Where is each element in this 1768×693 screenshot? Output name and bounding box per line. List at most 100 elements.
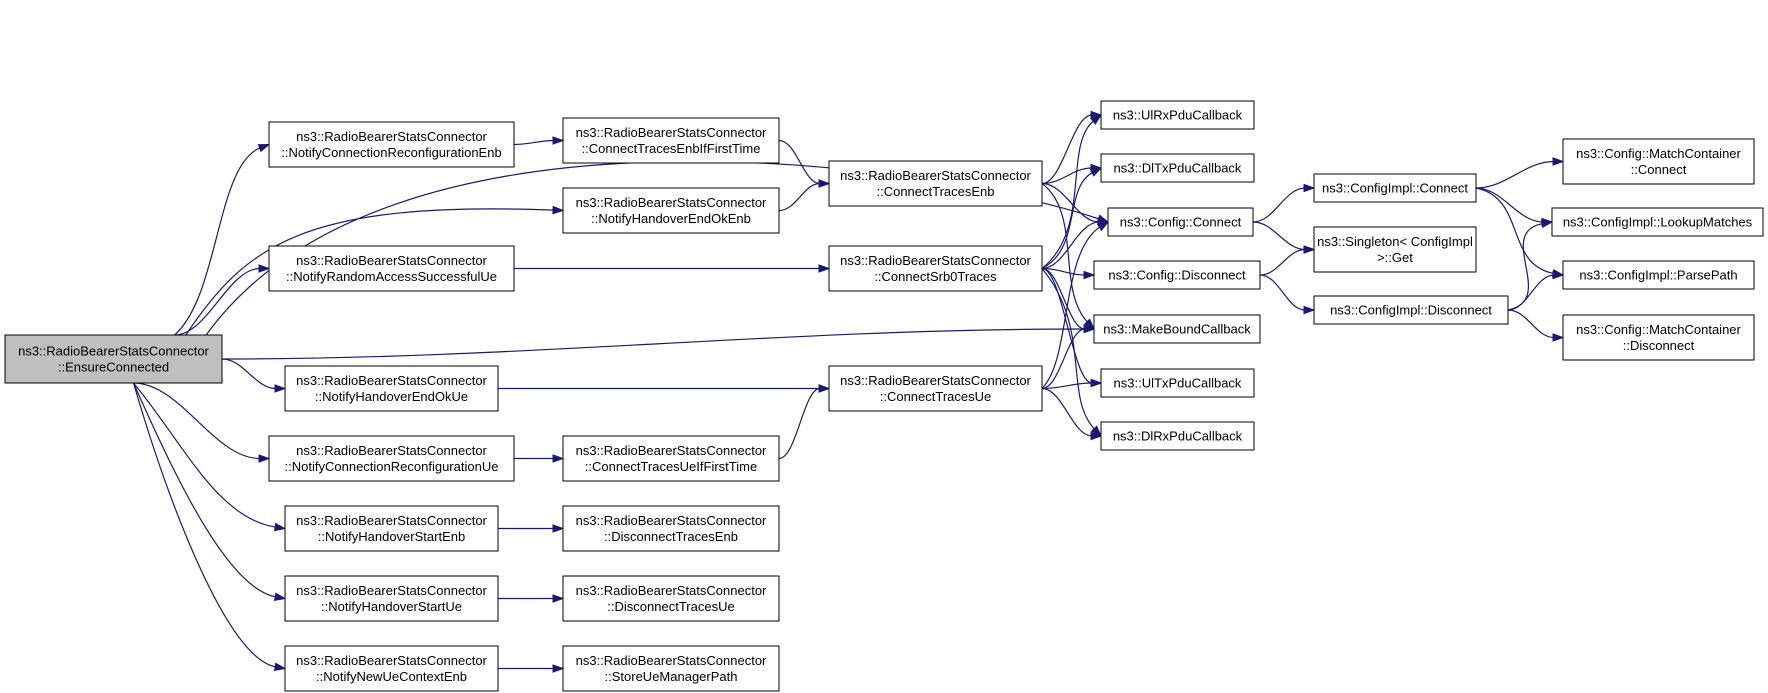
node-label: ::NotifyHandoverEndOkUe bbox=[315, 389, 468, 404]
edge-line bbox=[1475, 187, 1555, 275]
node-label: ns3::ConfigImpl::ParsePath bbox=[1579, 268, 1737, 283]
node-box bbox=[1313, 295, 1509, 325]
edge-line bbox=[1041, 268, 1096, 430]
node-label: ns3::ConfigImpl::Disconnect bbox=[1330, 303, 1492, 318]
edge-line bbox=[1507, 274, 1555, 311]
edge-root-to-nheou bbox=[221, 358, 287, 393]
node-label: ::ConnectTracesEnbIfFirstTime bbox=[582, 141, 761, 156]
node-ncre[interactable]: ns3::RadioBearerStatsConnector::NotifyCo… bbox=[268, 121, 515, 168]
edge-line bbox=[1041, 114, 1093, 185]
node-dltx[interactable]: ns3::DlTxPduCallback bbox=[1100, 153, 1255, 183]
node-label: ::Disconnect bbox=[1623, 338, 1695, 353]
arrowhead-icon bbox=[273, 662, 287, 671]
node-cilm[interactable]: ns3::ConfigImpl::LookupMatches bbox=[1551, 207, 1764, 237]
node-cmcc[interactable]: ns3::Config::MatchContainer::Connect bbox=[1562, 138, 1755, 185]
edge-root-to-mbc bbox=[221, 324, 1096, 360]
node-box bbox=[1093, 260, 1261, 290]
arrowhead-icon bbox=[1552, 333, 1565, 342]
node-cconn[interactable]: ns3::Config::Connect bbox=[1107, 207, 1254, 237]
node-ctu[interactable]: ns3::RadioBearerStatsConnector::ConnectT… bbox=[828, 365, 1043, 412]
node-label: ::NotifyConnectionReconfigurationUe bbox=[285, 459, 499, 474]
node-cdisc[interactable]: ns3::Config::Disconnect bbox=[1093, 260, 1261, 290]
node-box bbox=[1107, 207, 1254, 237]
node-box bbox=[284, 575, 499, 622]
node-mbc[interactable]: ns3::MakeBoundCallback bbox=[1093, 314, 1261, 344]
node-root[interactable]: ns3::RadioBearerStatsConnector::EnsureCo… bbox=[4, 334, 223, 384]
node-ncru[interactable]: ns3::RadioBearerStatsConnector::NotifyCo… bbox=[268, 435, 515, 482]
node-label: ::StoreUeManagerPath bbox=[605, 669, 738, 684]
node-box bbox=[1313, 173, 1477, 203]
node-label: ns3::Config::Connect bbox=[1120, 215, 1242, 230]
edge-nhsu-to-dtu bbox=[498, 594, 565, 603]
node-nheou[interactable]: ns3::RadioBearerStatsConnector::NotifyHa… bbox=[284, 365, 499, 412]
node-label: ns3::DlTxPduCallback bbox=[1114, 161, 1242, 176]
node-label: ns3::ConfigImpl::Connect bbox=[1322, 181, 1468, 196]
node-cte[interactable]: ns3::RadioBearerStatsConnector::ConnectT… bbox=[828, 160, 1043, 207]
node-label: ns3::RadioBearerStatsConnector bbox=[296, 653, 487, 668]
node-label: ns3::RadioBearerStatsConnector bbox=[840, 168, 1031, 183]
edge-line bbox=[221, 328, 1086, 360]
arrowhead-icon bbox=[552, 454, 565, 463]
edge-line bbox=[1041, 183, 1089, 323]
node-box bbox=[828, 365, 1043, 412]
node-box bbox=[1100, 421, 1255, 451]
node-box bbox=[1562, 314, 1755, 361]
edge-ciconn-to-cipp bbox=[1475, 187, 1565, 278]
edge-cdisc-to-cidisc bbox=[1259, 274, 1316, 315]
node-box bbox=[268, 121, 515, 168]
edge-line bbox=[1259, 248, 1306, 276]
node-label: ::ConnectTracesEnb bbox=[876, 184, 994, 199]
edge-line bbox=[778, 182, 821, 212]
node-dlrx[interactable]: ns3::DlRxPduCallback bbox=[1100, 421, 1255, 451]
node-box bbox=[1100, 153, 1255, 183]
edge-cs0-to-dlrx bbox=[1041, 268, 1103, 438]
edge-line bbox=[174, 267, 261, 336]
node-nhsu[interactable]: ns3::RadioBearerStatsConnector::NotifyHa… bbox=[284, 575, 499, 622]
node-nrasu[interactable]: ns3::RadioBearerStatsConnector::NotifyRa… bbox=[268, 245, 515, 292]
node-label: ::NotifyRandomAccessSuccessfulUe bbox=[286, 269, 497, 284]
edge-line bbox=[1259, 274, 1306, 311]
arrowhead-icon bbox=[273, 522, 287, 532]
node-sump[interactable]: ns3::RadioBearerStatsConnector::StoreUeM… bbox=[562, 645, 780, 692]
edge-line bbox=[1507, 309, 1555, 339]
node-dtu[interactable]: ns3::RadioBearerStatsConnector::Disconne… bbox=[562, 575, 780, 622]
arrowhead-icon bbox=[1540, 219, 1554, 229]
edge-line bbox=[133, 382, 277, 528]
edge-line bbox=[1041, 382, 1093, 390]
node-ultx[interactable]: ns3::UlTxPduCallback bbox=[1100, 368, 1255, 398]
arrowhead-icon bbox=[1083, 270, 1096, 280]
edge-root-to-nheoe bbox=[185, 205, 565, 336]
node-box bbox=[828, 160, 1043, 207]
node-label: ::DisconnectTracesUe bbox=[607, 599, 734, 614]
node-ctuift[interactable]: ns3::RadioBearerStatsConnector::ConnectT… bbox=[562, 435, 780, 482]
arrowhead-icon bbox=[257, 143, 271, 153]
node-ciconn[interactable]: ns3::ConfigImpl::Connect bbox=[1313, 173, 1477, 203]
node-nnuce[interactable]: ns3::RadioBearerStatsConnector::NotifyNe… bbox=[284, 645, 499, 692]
edge-cidisc-to-cilm bbox=[1507, 219, 1554, 311]
node-dte[interactable]: ns3::RadioBearerStatsConnector::Disconne… bbox=[562, 505, 780, 552]
edge-nheoe-to-cte bbox=[778, 179, 831, 212]
arrowhead-icon bbox=[1083, 324, 1096, 334]
node-label: ns3::RadioBearerStatsConnector bbox=[576, 125, 767, 140]
node-label: ns3::Config::Disconnect bbox=[1108, 268, 1246, 283]
node-cipp[interactable]: ns3::ConfigImpl::ParsePath bbox=[1562, 260, 1755, 290]
node-ulrx[interactable]: ns3::UlRxPduCallback bbox=[1100, 100, 1255, 130]
node-cteift[interactable]: ns3::RadioBearerStatsConnector::ConnectT… bbox=[562, 117, 780, 164]
node-box bbox=[1562, 138, 1755, 185]
edge-line bbox=[132, 382, 277, 598]
node-label: ::DisconnectTracesEnb bbox=[604, 529, 738, 544]
node-nhse[interactable]: ns3::RadioBearerStatsConnector::NotifyHa… bbox=[284, 505, 499, 552]
edge-root-to-nnuce bbox=[132, 382, 287, 671]
node-box bbox=[4, 334, 223, 384]
node-cmcd[interactable]: ns3::Config::MatchContainer::Disconnect bbox=[1562, 314, 1755, 361]
node-label: ns3::RadioBearerStatsConnector bbox=[296, 129, 487, 144]
edge-line bbox=[174, 147, 261, 336]
node-box bbox=[1100, 100, 1255, 130]
node-nheoe[interactable]: ns3::RadioBearerStatsConnector::NotifyHa… bbox=[562, 187, 780, 234]
node-label: ns3::RadioBearerStatsConnector bbox=[296, 583, 487, 598]
node-sget[interactable]: ns3::Singleton< ConfigImpl>::Get bbox=[1313, 226, 1477, 273]
node-cs0[interactable]: ns3::RadioBearerStatsConnector::ConnectS… bbox=[828, 245, 1043, 292]
edge-ciconn-to-cilm bbox=[1475, 187, 1554, 227]
node-label: ns3::DlRxPduCallback bbox=[1113, 429, 1243, 444]
node-cidisc[interactable]: ns3::ConfigImpl::Disconnect bbox=[1313, 295, 1509, 325]
